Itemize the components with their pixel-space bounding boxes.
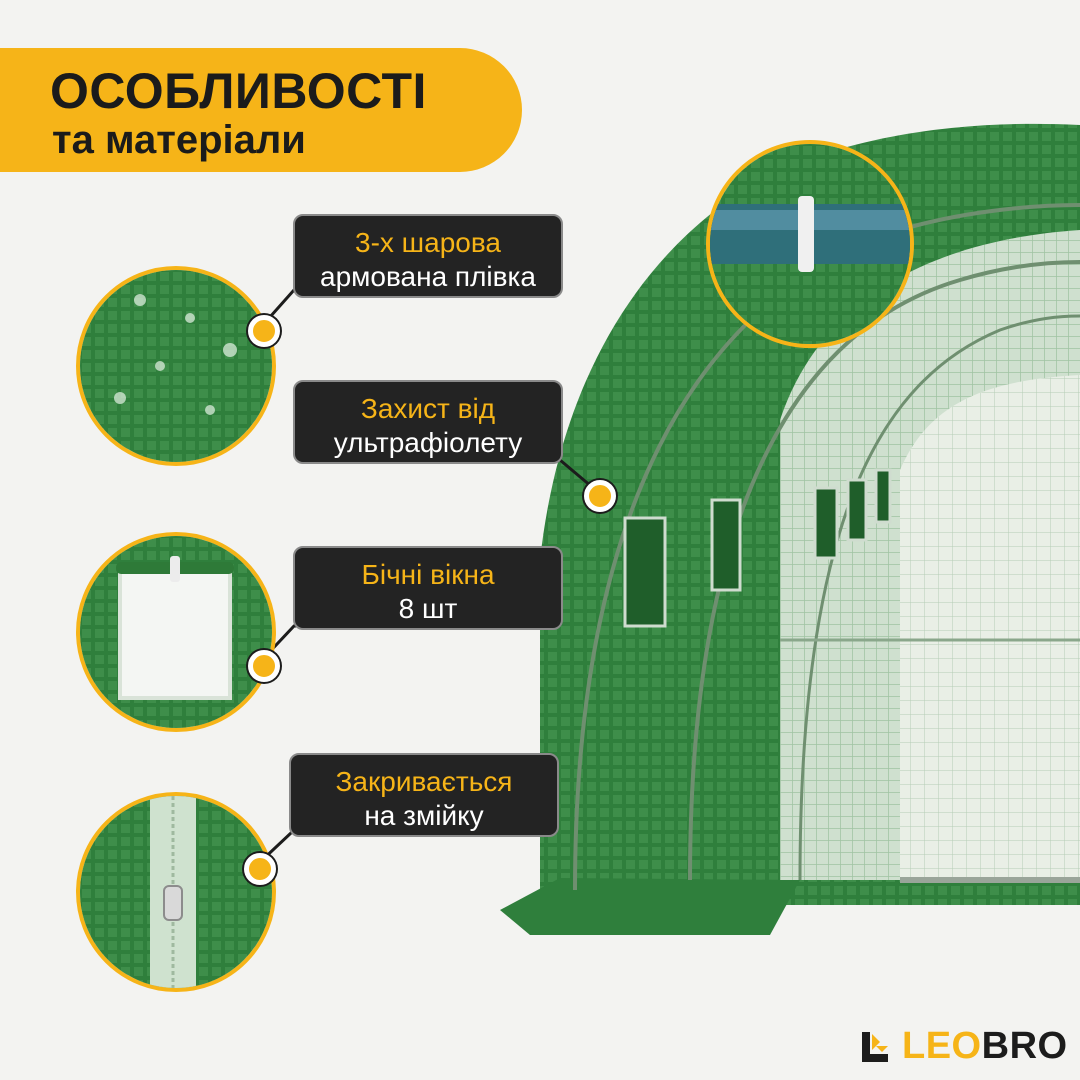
film-detail-circle [76,266,276,466]
feature-callout-uv: Захист від ультрафіолету [293,380,563,464]
page-subtitle: та матеріали [52,118,306,162]
feature-title: Захист від [360,393,496,424]
feature-callout-film: 3-х шарова армована плівка [293,214,563,298]
window-detail-circle [76,532,276,732]
feature-text: на змійку [364,800,484,831]
page-title: ОСОБЛИВОСТІ [50,63,427,119]
brand-logo: LEOBRO [858,1024,1068,1067]
feature-text: армована плівка [320,261,536,292]
leobro-logo-icon [862,1032,888,1062]
feature-text: ультрафіолету [333,427,523,458]
zipper-detail-circle [76,792,276,992]
feature-title: 3-х шарова [355,227,501,258]
callout-dot-3 [248,650,280,682]
brand-name: LEOBRO [902,1024,1068,1067]
callout-dot-1 [248,315,280,347]
callout-dot-4 [244,853,276,885]
feature-title: Бічні вікна [361,559,495,590]
feature-title: Закривається [335,766,513,797]
detail-circle-frame-clip [706,140,914,348]
feature-text: 8 шт [398,593,458,624]
feature-callout-windows: Бічні вікна 8 шт [293,546,563,630]
header-banner: ОСОБЛИВОСТІ та матеріали [0,48,522,172]
feature-callout-zipper: Закривається на змійку [289,753,559,837]
callout-dot-2 [584,480,616,512]
